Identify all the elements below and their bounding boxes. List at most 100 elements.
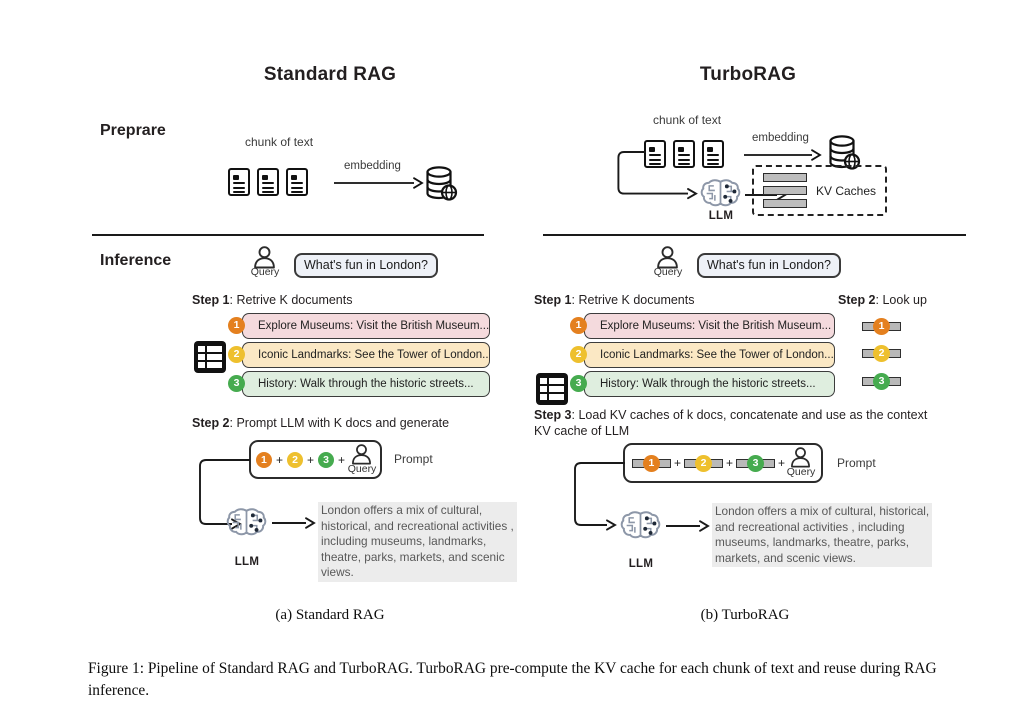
subcaption-standard-rag: (a) Standard RAG [275, 607, 385, 623]
retrieved-doc-text: History: Walk through the historic stree… [258, 378, 474, 390]
plus-sign: + [778, 456, 786, 470]
query-label-prompt-right: Query [786, 466, 816, 478]
answer-line: London offers a mix of cultural, histori… [715, 504, 930, 518]
kv-cache-bar [763, 173, 807, 182]
prompt-doc-badge-2: 2 [286, 451, 303, 468]
retrieved-doc-chip[interactable]: History: Walk through the historic stree… [242, 371, 490, 397]
prompt-kv-bar-2: 2 [683, 454, 723, 472]
doc-icon-group-right [644, 140, 724, 168]
step-number: Step 2 [192, 416, 230, 430]
kv-bar-badge: 2 [873, 345, 890, 362]
answer-line: theatre, parks, markets, and scenic [321, 549, 505, 564]
person-icon-prompt-right [791, 447, 810, 468]
column-title-turborag: TurboRAG [699, 64, 797, 85]
database-icon-left [426, 166, 458, 201]
query-bubble-right[interactable]: What's fun in London? [697, 253, 841, 278]
plus-sign: + [306, 452, 314, 467]
retrieved-doc-chip[interactable]: History: Walk through the historic stree… [584, 371, 835, 397]
kv-lookup-bar[interactable]: 2 [862, 339, 901, 368]
chunk-of-text-label-left: chunk of text [245, 135, 314, 149]
plus-sign: + [725, 456, 733, 470]
answer-line: including museums, landmarks, [321, 534, 487, 549]
step-text: : Look up [875, 293, 927, 307]
step-text: : Load KV caches of k docs, concatenate … [571, 408, 928, 422]
doc-number-badge: 2 [228, 346, 245, 363]
chunks-to-llm-connector-right [617, 151, 698, 200]
retrieved-doc-chip[interactable]: Iconic Landmarks: See the Tower of Londo… [242, 342, 490, 368]
kv-bar-badge: 3 [747, 454, 764, 472]
llm-label-right-prepare: LLM [708, 210, 734, 222]
step-number: Step 1 [192, 293, 230, 307]
column-title-standard-rag: Standard RAG [263, 64, 397, 85]
step-text: : Retrive K documents [571, 293, 695, 307]
prompt-doc-badge-3: 3 [318, 451, 334, 468]
document-icon [702, 140, 724, 168]
document-icon [286, 168, 308, 196]
step-label-right-3-line2: KV cache of LLM [534, 424, 630, 438]
kv-bar-badge: 2 [694, 454, 712, 472]
doc-number-badge: 1 [570, 317, 587, 334]
doc-number-badge: 1 [228, 317, 245, 334]
kv-cache-bar-stack [763, 173, 807, 208]
prompt-to-llm-connector-right [574, 462, 625, 531]
generated-answer-left: London offers a mix of cultural, histori… [318, 502, 517, 582]
query-bubble-left[interactable]: What's fun in London? [294, 253, 438, 278]
row-label-prepare: Preprare [100, 122, 166, 139]
step-text: : Retrive K documents [229, 293, 353, 307]
retrieved-doc-text: Iconic Landmarks: See the Tower of Londo… [600, 349, 834, 361]
subcaption-turborag: (b) TurboRAG [700, 607, 790, 623]
retrieved-doc-text: Iconic Landmarks: See the Tower of Londo… [258, 349, 490, 361]
kv-lookup-bars: 1 2 3 [862, 313, 901, 394]
kv-lookup-bar[interactable]: 1 [862, 313, 901, 339]
doc-number-badge: 3 [570, 375, 587, 392]
answer-line: and recreational activities , including [715, 519, 905, 534]
kv-caches-label: KV Caches [816, 183, 877, 198]
retrieved-docs-right: 1 Explore Museums: Visit the British Mus… [570, 313, 835, 397]
person-icon-prompt-left [352, 443, 371, 464]
kv-lookup-bar[interactable]: 3 [862, 368, 901, 394]
prompt-label-left: Prompt [394, 452, 433, 466]
generated-answer-right: London offers a mix of cultural, histori… [712, 503, 933, 568]
prompt-label-right: Prompt [837, 456, 876, 470]
answer-line: historical, and recreational activities … [321, 518, 514, 533]
retrieved-doc-chip[interactable]: Iconic Landmarks: See the Tower of Londo… [584, 342, 835, 368]
step-number: Step 2 [838, 293, 876, 307]
llm-brain-icon-right [620, 511, 661, 539]
embedding-label-left: embedding [344, 160, 401, 172]
doc-number-badge: 3 [228, 375, 245, 392]
plus-sign: + [275, 452, 283, 467]
step-label-left-1: Step 1: Retrive K documents [192, 292, 352, 308]
step-label-right-2: Step 2: Look up [838, 292, 927, 308]
answer-line: museums, landmarks, theatre, parks, [715, 535, 910, 550]
document-icon [228, 168, 250, 196]
kv-bar-badge: 1 [873, 317, 890, 335]
llm-label-right: LLM [628, 558, 654, 570]
kv-bar-badge: 3 [873, 372, 890, 390]
document-icon [257, 168, 279, 196]
llm-to-answer-arrow-right [666, 520, 710, 532]
row-label-inference: Inference [100, 252, 172, 269]
prompt-doc-badge-1: 1 [255, 451, 272, 468]
kv-bar-badge: 1 [642, 454, 660, 472]
document-icon [644, 140, 666, 168]
divider-left [92, 234, 484, 236]
step-text: : Prompt LLM with K docs and generate [229, 416, 450, 430]
retrieved-docs-left: 1 Explore Museums: Visit the British Mus… [228, 313, 490, 397]
embedding-arrow-left [334, 177, 424, 189]
retrieved-doc-chip[interactable]: Explore Museums: Visit the British Museu… [242, 313, 490, 339]
retrieved-doc-chip[interactable]: Explore Museums: Visit the British Museu… [584, 313, 835, 339]
plus-sign: + [338, 452, 346, 467]
llm-brain-icon-right-prepare [700, 179, 741, 207]
embedding-label-right: embedding [752, 132, 809, 144]
retriever-index-icon-right [536, 373, 568, 405]
query-label-prompt-left: Query [347, 462, 377, 475]
retriever-index-icon-left [194, 341, 226, 373]
answer-line: markets, and scenic views. [715, 550, 856, 565]
embedding-arrow-right [744, 149, 822, 161]
step-number: Step 1 [534, 293, 572, 307]
prompt-to-llm-connector-left [199, 459, 250, 530]
doc-icon-group-left [228, 168, 308, 196]
figure-caption: Figure 1: Pipeline of Standard RAG and T… [88, 660, 937, 699]
kv-cache-bar [763, 186, 807, 195]
step-number: Step 3 [534, 408, 572, 422]
